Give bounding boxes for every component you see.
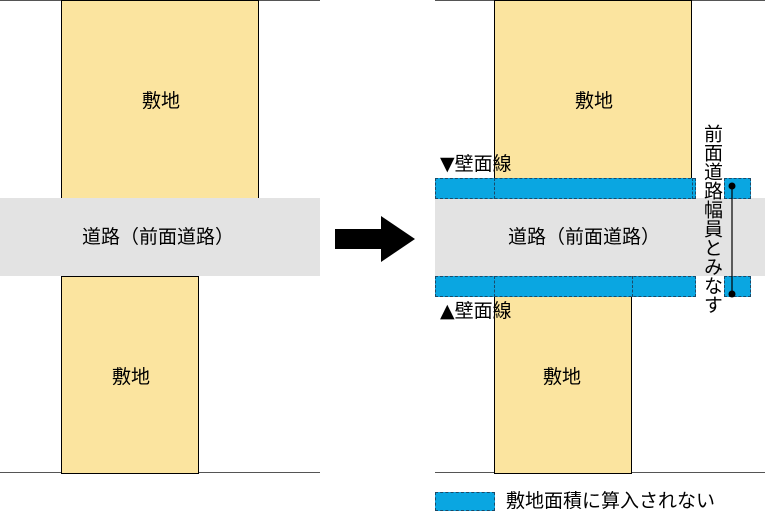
left-road [0,198,320,276]
legend-label: 敷地面積に算入されない [506,490,716,512]
right-road-label: 道路（前面道路） [508,226,661,248]
legend-swatch [435,492,495,511]
left-lot-bottom [61,276,199,474]
left-lot-bottom-label: 敷地 [112,366,151,388]
road-width-dimension-line [728,182,736,298]
lot-edge-dash-top-right [692,178,693,199]
road-width-note: 前面道路幅員とみなす [701,124,723,314]
lot-edge-dash-bottom-right [632,276,633,297]
left-road-label: 道路（前面道路） [82,226,235,248]
lot-edge-dash-top-left [494,178,495,199]
right-lot-bottom-label: 敷地 [543,366,582,388]
right-arrow-icon [335,216,415,262]
right-lot-top-label: 敷地 [575,90,614,112]
lot-edge-dash-bottom-left [494,276,495,297]
wall-setback-band-bottom [435,276,696,297]
right-road [435,198,765,276]
left-lot-top-label: 敷地 [142,90,181,112]
wall-line-label-top: ▼壁面線 [440,153,512,175]
wall-line-label-bottom: ▲壁面線 [440,300,512,322]
wall-setback-band-top [435,178,696,199]
right-lot-bottom [494,276,632,474]
